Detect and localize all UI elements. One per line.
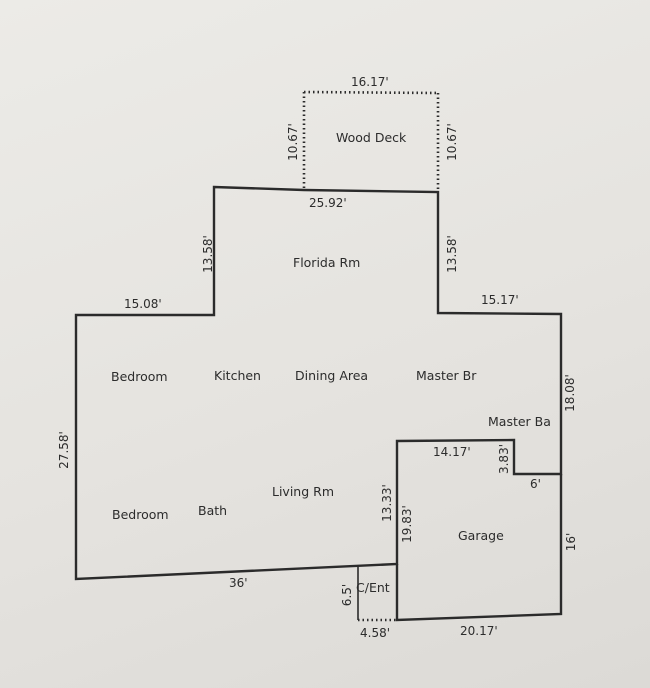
dim-notch-vertical: 3.83' <box>497 444 511 474</box>
dim-garage-inner-left-b: 19.83' <box>400 505 414 543</box>
dim-right-wing-top: 15.17' <box>481 293 519 307</box>
room-label-bedroom-2: Bedroom <box>112 507 169 522</box>
dim-left-wing-top: 15.08' <box>124 297 162 311</box>
room-label-garage: Garage <box>458 528 504 543</box>
dim-garage-top: 14.17' <box>433 445 471 459</box>
room-label-c-ent: C/Ent <box>356 580 390 595</box>
dim-notch-horizontal: 6' <box>530 477 541 491</box>
room-label-bedroom: Bedroom <box>111 369 168 384</box>
garage-outline <box>395 474 563 622</box>
entry <box>357 565 397 622</box>
room-label-bath: Bath <box>198 503 227 518</box>
room-label-florida-rm: Florida Rm <box>293 255 360 270</box>
dim-left-side: 27.58' <box>57 431 71 469</box>
dim-deck-right: 10.67' <box>445 123 459 161</box>
dim-bottom-main: 36' <box>229 576 248 590</box>
dim-florida-left: 13.58' <box>201 235 215 273</box>
room-label-master-br: Master Br <box>416 368 477 383</box>
dim-deck-top: 16.17' <box>351 75 389 89</box>
room-label-master-ba: Master Ba <box>488 414 551 429</box>
room-label-wood-deck: Wood Deck <box>336 130 407 145</box>
dim-deck-left: 10.67' <box>286 123 300 161</box>
wood-deck <box>302 90 440 192</box>
room-label-kitchen: Kitchen <box>214 368 261 383</box>
deck-top-edge <box>303 90 439 95</box>
dim-garage-bottom: 20.17' <box>460 624 498 638</box>
main-outline <box>74 185 563 581</box>
dim-right-upper: 18.08' <box>563 374 577 412</box>
room-label-dining-area: Dining Area <box>295 368 368 383</box>
dim-garage-right: 16' <box>564 533 578 552</box>
dim-garage-inner-left-a: 13.33' <box>380 484 394 522</box>
dim-entry-bottom: 4.58' <box>360 626 390 640</box>
room-label-living-rm: Living Rm <box>272 484 334 499</box>
dim-florida-top: 25.92' <box>309 196 347 210</box>
dim-entry-height: 6.5' <box>340 584 354 606</box>
dim-florida-right: 13.58' <box>445 235 459 273</box>
